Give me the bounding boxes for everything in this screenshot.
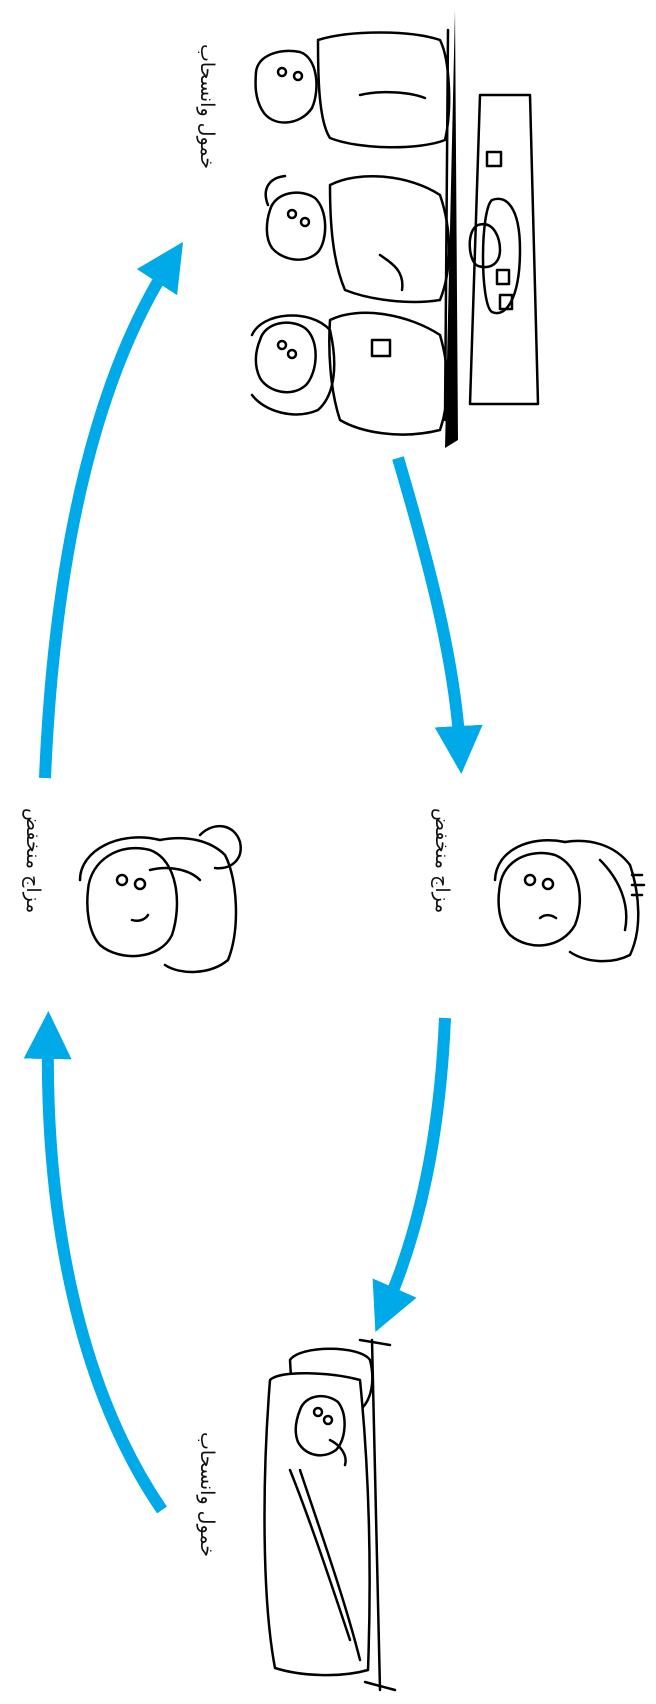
woman-lying-in-bed-illustration <box>263 1338 397 1692</box>
women-sharing-tea-illustration <box>250 10 540 448</box>
arrow-up-to-top-scene <box>39 241 184 779</box>
woman-holding-head-illustration <box>78 824 242 974</box>
middle-right-label: مزاج منخفض <box>431 808 453 914</box>
sad-woman-arms-crossed-illustration <box>493 839 646 963</box>
bottom-scene-label: خمول وانسحاب <box>196 1432 218 1558</box>
middle-left-label: مزاج منخفض <box>22 808 44 914</box>
arrow-up-to-left-figure <box>23 1011 167 1514</box>
arrow-down-to-bottom-scene <box>372 1017 451 1332</box>
top-scene-label: خمول وانسحاب <box>196 44 218 170</box>
arrow-down-to-right-figure <box>392 456 483 774</box>
